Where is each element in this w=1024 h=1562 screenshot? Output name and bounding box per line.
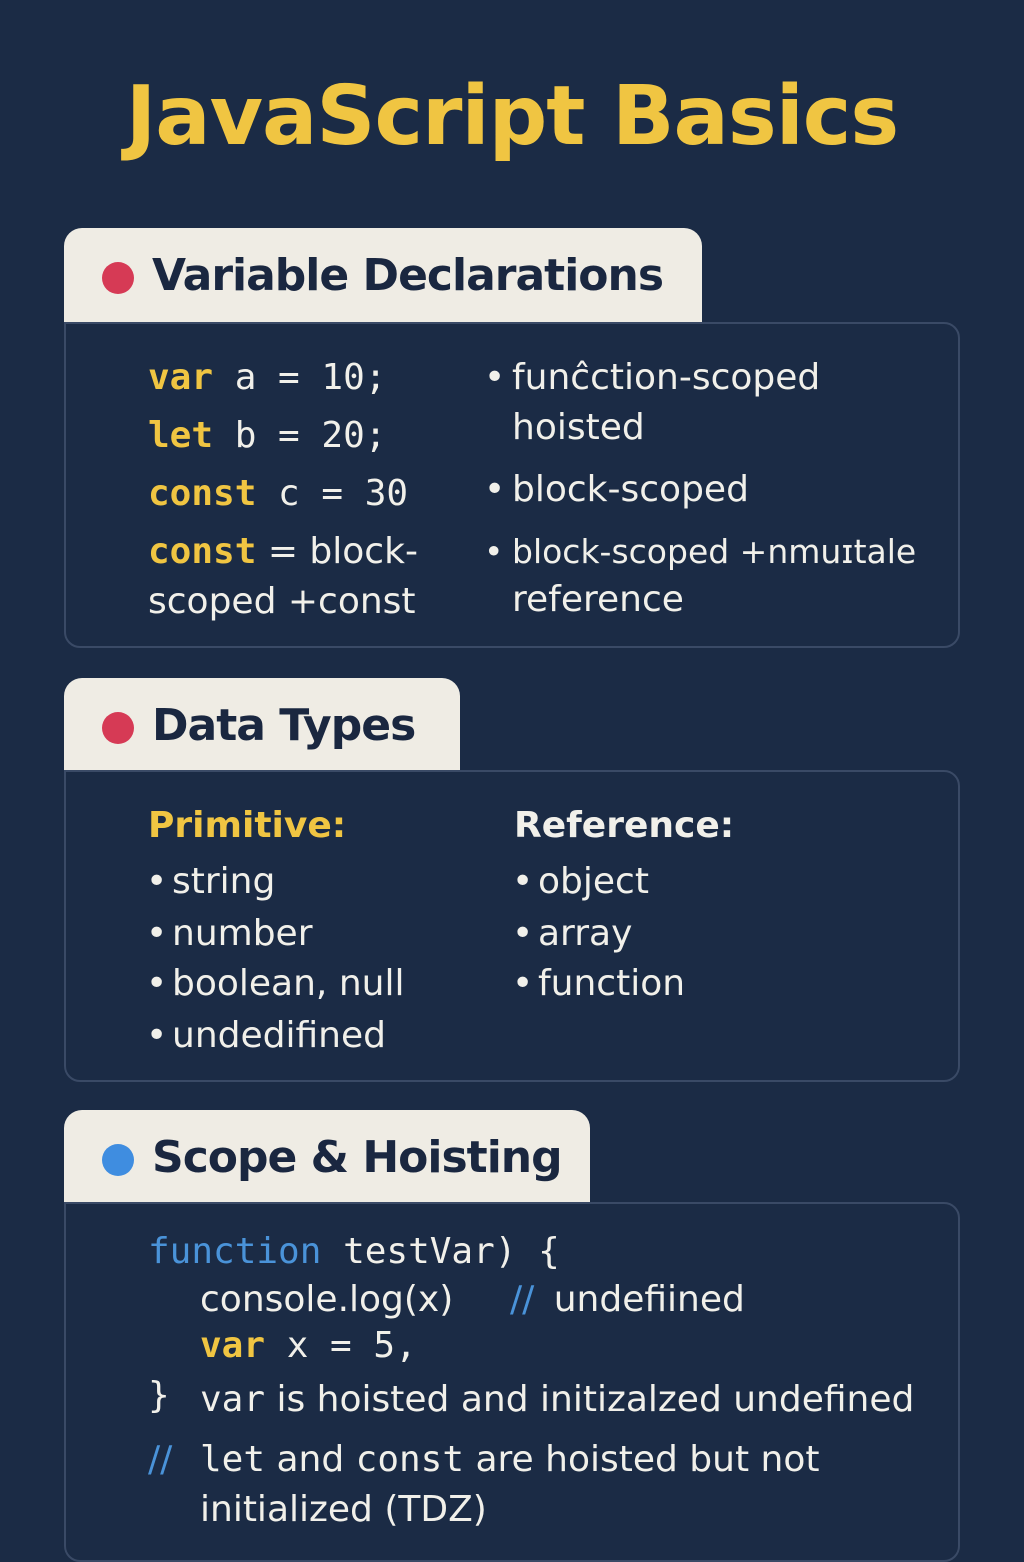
section-title: Variable Declarations	[152, 250, 664, 301]
bullet-icon: •	[146, 913, 168, 954]
list-item: •function	[512, 960, 685, 1008]
list-item: •number	[146, 910, 313, 958]
keyword: var	[200, 1379, 266, 1420]
section-data-types: Primitive: •string •number •boolean, nul…	[64, 770, 960, 1082]
keyword: const	[148, 531, 257, 572]
section-tab-data-types: Data Types	[64, 678, 460, 774]
note-text: and	[265, 1439, 356, 1480]
code-text: a = 10;	[213, 357, 387, 398]
note-text: are hoisted but not	[464, 1439, 820, 1480]
list-item: •block-scoped +nmuɪtale	[484, 528, 916, 576]
keyword: const	[148, 473, 257, 514]
blue-dot-icon	[102, 1144, 134, 1176]
list-item: •funĉction-scoped	[484, 354, 820, 402]
keyword: var	[148, 357, 214, 398]
section-scope-hoisting: function testVar) { console.log(x) // un…	[64, 1202, 960, 1562]
code-text: testVar) {	[321, 1231, 560, 1272]
list-item-continuation: hoisted	[512, 407, 645, 448]
bullet-icon: •	[146, 1015, 168, 1056]
page-title: JavaScript Basics	[125, 69, 899, 164]
list-item-text: block-scoped	[512, 469, 749, 510]
list-item: •object	[512, 858, 649, 906]
tdz-comment-mark: //	[148, 1436, 172, 1484]
note-text: = block-	[256, 531, 418, 572]
section-title: Scope & Hoisting	[152, 1132, 563, 1183]
bullet-icon: •	[146, 861, 168, 902]
code-text: b = 20;	[213, 415, 387, 456]
note-text: is hoisted and initizalzed undefined	[265, 1379, 915, 1420]
keyword: var	[200, 1325, 266, 1366]
list-item-text: function	[538, 963, 686, 1004]
list-item: •array	[512, 910, 632, 958]
red-dot-icon	[102, 262, 134, 294]
code-text: c = 30	[256, 473, 409, 514]
list-item-text: string	[172, 861, 276, 902]
list-item-text: block-scoped +nmuɪtale	[512, 532, 917, 571]
section-title: Data Types	[152, 700, 416, 751]
code-line-var: var x = 5,	[200, 1324, 417, 1368]
reference-heading: Reference:	[514, 805, 735, 846]
tdz-note-line1: let and const are hoisted but not	[200, 1436, 819, 1484]
keyword: function	[148, 1231, 322, 1272]
bullet-icon: •	[146, 963, 168, 1004]
list-item-text: number	[172, 913, 313, 954]
bullet-icon: •	[484, 357, 506, 398]
list-item-text: boolean, null	[172, 963, 405, 1004]
code-text: x = 5,	[265, 1325, 417, 1366]
code-comment: // undefiined	[510, 1276, 745, 1324]
comment-mark: //	[148, 1439, 173, 1480]
list-item-text: array	[538, 913, 633, 954]
comment-text: undefiined	[553, 1279, 745, 1320]
tdz-note-line2: initialized (TDZ)	[200, 1489, 487, 1530]
bullet-icon: •	[512, 963, 534, 1004]
closing-brace: }	[148, 1375, 170, 1416]
bullet-icon: •	[484, 532, 504, 571]
section-variable-declarations: var a = 10; let b = 20; const c = 30 con…	[64, 322, 960, 648]
bullet-icon: •	[512, 913, 534, 954]
comment-mark: //	[510, 1279, 535, 1320]
list-item: •block-scoped	[484, 466, 749, 514]
code-line-const: const c = 30	[148, 472, 408, 516]
list-item-continuation: reference	[512, 579, 684, 620]
list-item: •boolean, null	[146, 960, 404, 1008]
bullet-icon: •	[484, 469, 506, 510]
code-line-function: function testVar) {	[148, 1230, 560, 1274]
keyword: const	[355, 1439, 465, 1480]
list-item-text: funĉction-scoped	[512, 357, 821, 398]
code-line-console-log: console.log(x)	[200, 1276, 453, 1324]
keyword: let	[200, 1439, 266, 1480]
primitive-heading: Primitive:	[148, 805, 347, 846]
hoisting-note: var is hoisted and initizalzed undefined	[200, 1376, 914, 1424]
code-text: console.log(x)	[200, 1279, 454, 1320]
code-line-let: let b = 20;	[148, 414, 386, 458]
section-tab-scope-hoisting: Scope & Hoisting	[64, 1110, 590, 1206]
list-item-text: object	[538, 861, 649, 902]
bullet-icon: •	[512, 861, 534, 902]
list-item: •string	[146, 858, 275, 906]
section-tab-variable-declarations: Variable Declarations	[64, 228, 702, 324]
code-line-var: var a = 10;	[148, 356, 386, 400]
const-note-line2: scoped +const	[148, 581, 416, 622]
red-dot-icon	[102, 712, 134, 744]
keyword: let	[148, 415, 214, 456]
const-note-line1: const = block-	[148, 528, 418, 576]
list-item-text: undedifined	[172, 1015, 386, 1056]
list-item: •undedifined	[146, 1012, 386, 1060]
